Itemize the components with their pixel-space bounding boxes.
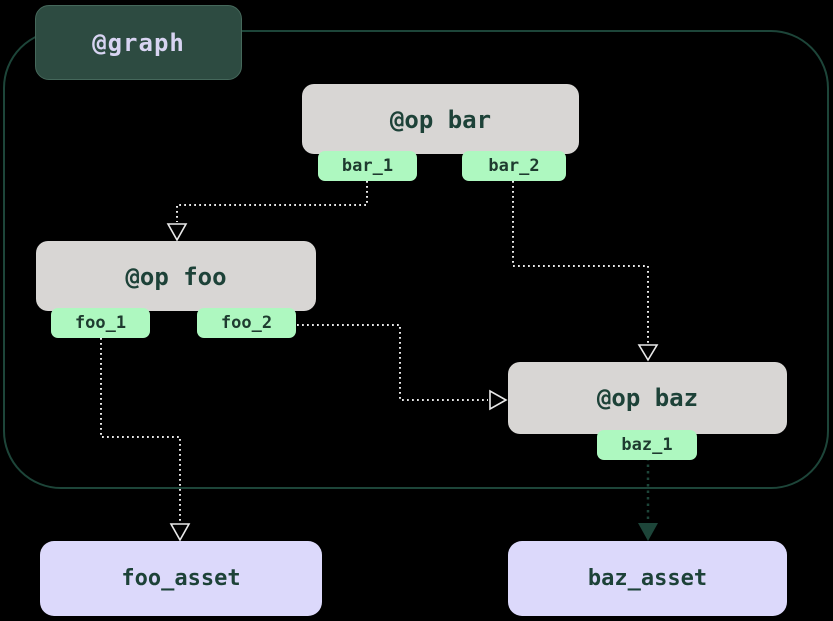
output-tab-bar_2-label: bar_2 [488,156,540,176]
arrowhead-down-filled-icon [638,523,658,541]
op-foo-label: @op foo [125,263,227,291]
output-tab-baz_1-label: baz_1 [621,435,673,455]
op-node-foo: @op foo [36,241,316,311]
asset-baz_asset-label: baz_asset [587,566,708,591]
op-baz-label: @op baz [596,384,699,412]
output-tab-foo_1: foo_1 [51,308,150,338]
output-tab-foo_1-label: foo_1 [74,313,127,333]
output-tab-bar_1: bar_1 [318,151,417,181]
output-tab-bar_1-label: bar_1 [341,156,394,176]
graph-label-badge: @graph [35,5,242,80]
op-node-bar: @op bar [302,84,579,154]
arrowhead-down-icon [169,523,191,542]
asset-node-foo_asset: foo_asset [40,541,322,616]
asset-node-baz_asset: baz_asset [508,541,787,616]
output-tab-foo_2: foo_2 [197,308,296,338]
asset-foo_asset-label: foo_asset [121,566,241,591]
output-tab-bar_2: bar_2 [462,151,566,181]
op-node-baz: @op baz [508,362,787,434]
op-bar-label: @op bar [389,106,492,134]
graph-boundary [3,30,829,489]
graph-label: @graph [92,28,185,57]
output-tab-baz_1: baz_1 [597,430,697,460]
output-tab-foo_2-label: foo_2 [220,313,273,333]
